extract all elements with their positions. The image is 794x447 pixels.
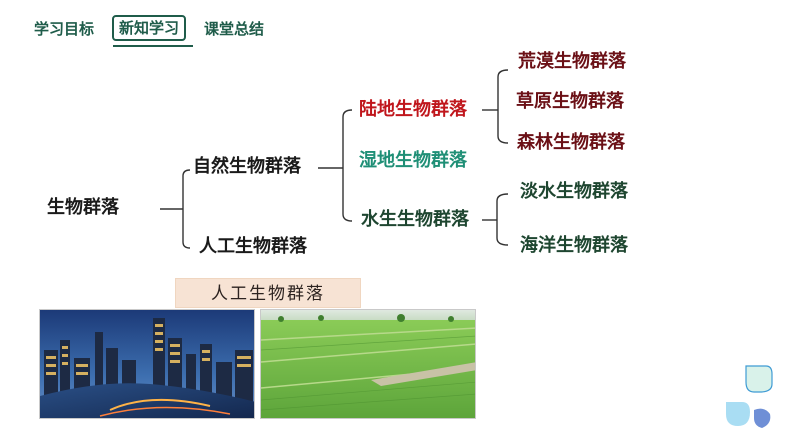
active-tab-underline bbox=[113, 45, 193, 47]
node-forest-community: 森林生物群落 bbox=[517, 132, 625, 153]
node-grassland-community: 草原生物群落 bbox=[516, 91, 624, 112]
decorative-leaf-shapes bbox=[726, 365, 773, 428]
node-desert-community: 荒漠生物群落 bbox=[518, 51, 626, 72]
tab-learning-goals[interactable]: 学习目标 bbox=[34, 20, 95, 38]
node-natural-community: 自然生物群落 bbox=[193, 156, 301, 177]
node-artificial-community: 人工生物群落 bbox=[199, 236, 307, 257]
rice-field-photo bbox=[260, 309, 476, 419]
node-wetland-community: 湿地生物群落 bbox=[359, 150, 467, 171]
tree-connectors bbox=[160, 69, 509, 249]
node-ocean-community: 海洋生物群落 bbox=[520, 235, 628, 256]
node-freshwater-community: 淡水生物群落 bbox=[520, 181, 628, 202]
node-biological-community: 生物群落 bbox=[47, 197, 119, 218]
tab-summary[interactable]: 课堂总结 bbox=[204, 20, 265, 38]
city-night-photo bbox=[39, 309, 255, 419]
top-nav: 学习目标 新知学习 课堂总结 bbox=[0, 14, 794, 47]
node-land-community: 陆地生物群落 bbox=[359, 99, 467, 120]
node-water-community: 水生生物群落 bbox=[361, 209, 469, 230]
artificial-community-banner: 人工生物群落 bbox=[175, 278, 361, 308]
tab-new-knowledge[interactable]: 新知学习 bbox=[112, 15, 187, 41]
